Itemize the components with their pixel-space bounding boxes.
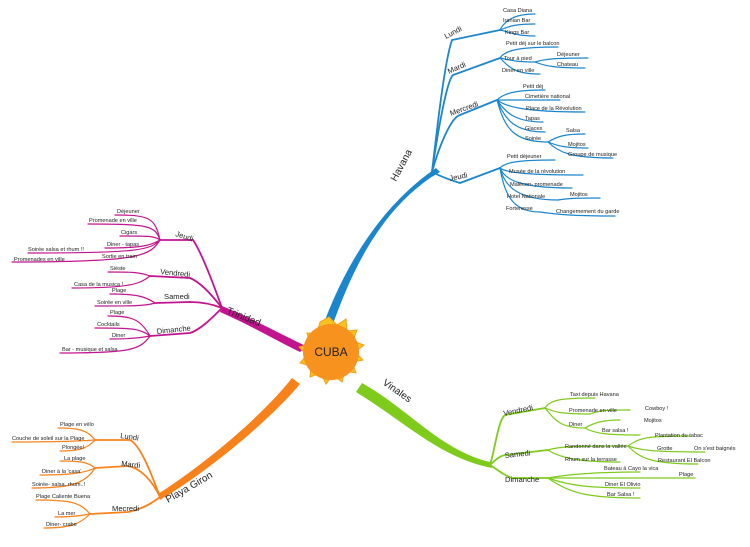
- list-item: Soirée salsa et rhum !!: [28, 247, 84, 253]
- vinales-vendredi-label: Vendredi: [503, 403, 535, 418]
- list-item: Place de la Révolution: [526, 106, 582, 112]
- list-item: Diner: [112, 333, 126, 339]
- center-label: CUBA: [314, 345, 347, 359]
- list-item: Bar salsa !: [602, 428, 629, 434]
- list-item: Siéste: [110, 266, 126, 272]
- list-item: Taxi depuis Havana: [570, 392, 620, 398]
- list-item: Chateau: [557, 62, 578, 68]
- list-item: Cocktails: [97, 322, 120, 328]
- list-item: Diner- crabe: [46, 522, 77, 528]
- list-item: Tapas: [525, 116, 540, 122]
- list-item: Mojitos: [644, 418, 662, 424]
- list-item: Randonné dans la vallée: [565, 444, 627, 450]
- list-item: Plage en vélo: [60, 422, 94, 428]
- playa-giron-lundi-label: Lundi: [120, 431, 140, 443]
- list-item: Iranian Bar: [503, 18, 530, 24]
- list-item: Sortie en train: [102, 254, 137, 260]
- vinales-samedi-label: Samedi: [504, 448, 531, 460]
- list-item: On s'est baignés: [694, 446, 736, 452]
- sun-icon: [298, 316, 366, 385]
- list-item: Petit déj sur le balcon: [506, 41, 559, 47]
- list-item: Grotte: [657, 446, 673, 452]
- list-item: Plage Caliente Buena: [36, 494, 91, 500]
- list-item: Diner à la 'casa': [42, 469, 81, 475]
- list-item: Rhum sur la terrasse: [565, 457, 617, 463]
- list-item: Soirée en ville: [97, 300, 132, 306]
- list-item: Promenades en ville: [14, 257, 65, 263]
- havana-label: Havana: [389, 147, 415, 183]
- list-item: Bateau à Cayo la vica: [604, 466, 659, 472]
- list-item: Salsa: [566, 128, 581, 134]
- list-item: Cowboy !: [645, 406, 669, 412]
- list-item: Restaurant El Balcon: [658, 458, 711, 464]
- trinidad-label: Trinidad: [225, 306, 262, 330]
- list-item: Diner en ville: [502, 68, 534, 74]
- playa-giron-mardi-label: Mardi: [121, 459, 141, 470]
- list-item: Couche de soleil sur la Plage: [12, 436, 84, 442]
- list-item: Soirée: [525, 136, 541, 142]
- vinales-dimanche-label: Dimanche: [505, 475, 539, 484]
- list-item: Mojitos: [568, 142, 586, 148]
- havana-jeudi-label: Jeudi: [449, 170, 469, 183]
- list-item: Mojitos: [570, 192, 588, 198]
- list-item: Soirée- salsa, rhum..!: [32, 482, 86, 488]
- list-item: Plage: [679, 472, 693, 478]
- list-item: Plage: [110, 310, 124, 316]
- list-item: Promenade en ville: [89, 218, 137, 224]
- list-item: Changemement du garde: [556, 209, 619, 215]
- list-item: Diner - tapas: [107, 242, 139, 248]
- list-item: Forteresse: [506, 206, 533, 212]
- playa-giron-main-branch: [158, 378, 300, 500]
- list-item: Promenade en ville: [569, 408, 617, 414]
- list-item: Petit déjeuner: [507, 154, 542, 160]
- havana-branches: [431, 13, 616, 217]
- list-item: Hotel Nationale: [507, 194, 545, 200]
- list-item: La mer: [58, 511, 76, 517]
- vinales-main-branch: [356, 383, 492, 468]
- havana-mercredi-label: Mercredi: [449, 99, 480, 118]
- trinidad-vendredi-label: Vendredi: [160, 267, 191, 279]
- trinidad-samedi-label: Samedi: [164, 292, 190, 301]
- list-item: Diner: [569, 422, 583, 428]
- list-item: Déjeuner: [117, 209, 140, 215]
- list-item: Déjeuner: [557, 52, 580, 58]
- playa-giron-mercredi-label: Mecredi: [112, 504, 139, 513]
- list-item: Diner El Olivio: [605, 482, 640, 488]
- list-item: Plage: [112, 288, 126, 294]
- list-item: Plantation du tabac: [655, 433, 703, 439]
- list-item: Bar - musique et salsa: [62, 347, 119, 353]
- trinidad-dimanche-label: Dimanche: [156, 323, 191, 336]
- list-item: Groupe de musique: [568, 152, 617, 158]
- vinales-branches: [489, 397, 706, 499]
- list-item: Plongée!: [62, 445, 85, 451]
- trinidad-branches: [11, 214, 223, 354]
- list-item: Bar Salsa !: [607, 492, 635, 498]
- sun-core: [303, 324, 359, 380]
- list-item: Cigars: [121, 230, 137, 236]
- havana-main-branch: [320, 168, 440, 338]
- trinidad-jeudi-label: Jeudi: [174, 229, 194, 243]
- list-item: Tour à pied: [504, 56, 532, 62]
- list-item: Casa Diana: [503, 8, 533, 14]
- playa-giron-branches: [11, 427, 161, 529]
- list-item: Malécon- promenade: [510, 182, 563, 188]
- list-item: Casa de la musica !: [74, 282, 124, 288]
- list-item: Cimetière national: [525, 94, 570, 100]
- list-item: Kings Bar: [505, 30, 529, 36]
- list-item: Petit déj: [523, 84, 543, 90]
- trinidad-main-branch: [220, 306, 306, 352]
- list-item: Musée de la révolution: [509, 169, 565, 175]
- list-item: Glaces: [525, 126, 543, 132]
- list-item: La plage: [64, 456, 85, 462]
